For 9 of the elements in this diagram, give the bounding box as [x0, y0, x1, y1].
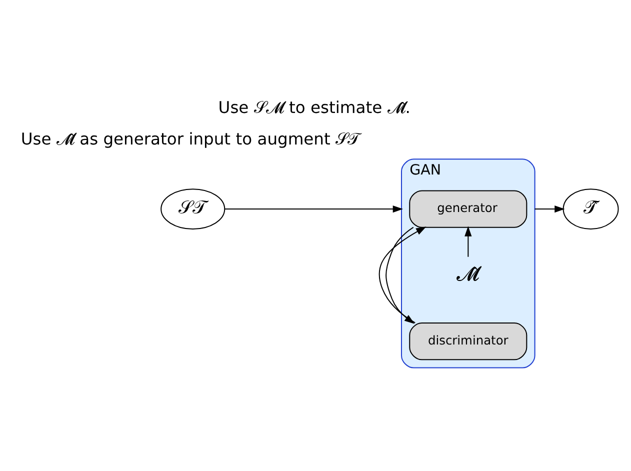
arrow: [534, 204, 565, 212]
node-ellipse: 𝒯̂: [562, 188, 619, 229]
node-box: generator: [409, 190, 528, 228]
node-ellipse: 𝒮𝒯: [160, 188, 226, 229]
arrow: [224, 204, 404, 212]
diagram-title: Use 𝒮𝓜 to estimate 𝓜̂.: [218, 98, 410, 117]
label: Use 𝓜̂ as generator input to augment 𝒮𝒯: [20, 129, 360, 148]
node-box: discriminator: [409, 322, 528, 360]
arrow: [464, 226, 472, 256]
